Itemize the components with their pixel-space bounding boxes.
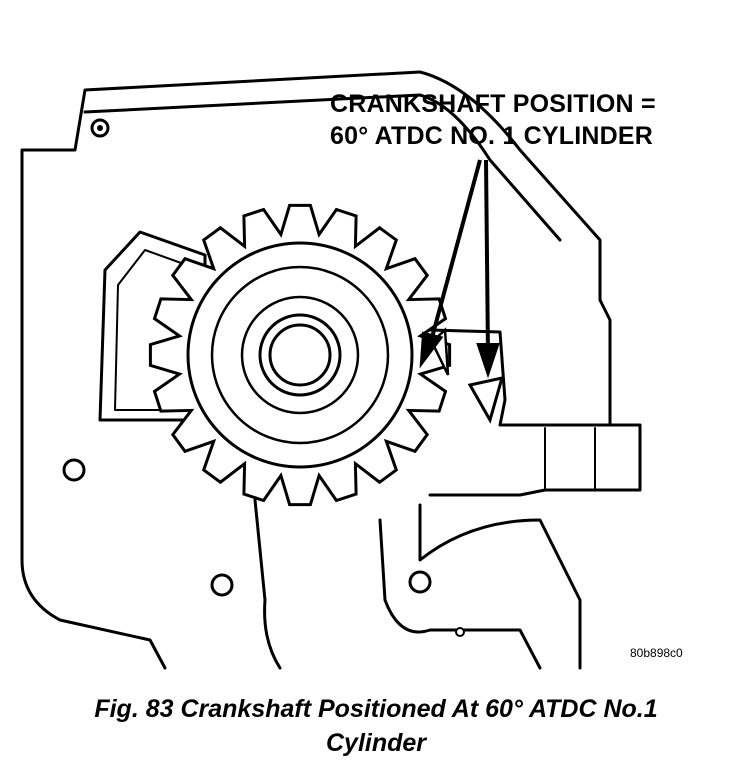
bolt-hole — [97, 125, 103, 131]
sprocket-hub-ring — [210, 265, 390, 445]
callout-arrows — [419, 159, 500, 379]
bolt-hole — [408, 570, 432, 594]
timing-cover-lip — [83, 93, 562, 242]
engine-block-outline — [20, 70, 612, 670]
caption-line-2: Cylinder — [325, 729, 427, 757]
crankshaft-bore-ring — [258, 313, 342, 397]
sprocket-hub-outer — [186, 241, 414, 469]
caption-line-1: Fig. 83 Crankshaft Positioned At 60° ATD… — [94, 695, 658, 723]
figure-caption: Fig. 83 Crankshaft Positioned At 60° ATD… — [0, 692, 752, 760]
bolt-hole — [62, 458, 86, 482]
callout-label: CRANKSHAFT POSITION = 60° ATDC NO. 1 CYL… — [330, 88, 656, 152]
pump-rib — [544, 427, 596, 489]
figure-reference-code: 80b898c0 — [630, 646, 683, 660]
lower-block — [253, 498, 582, 670]
pump-boss — [428, 298, 642, 497]
callout-line-1: CRANKSHAFT POSITION = — [330, 90, 656, 118]
sprocket-timing-mark — [467, 375, 505, 424]
crankshaft-bore — [268, 323, 332, 387]
bolt-hole — [210, 573, 234, 597]
callout-line-2: 60° ATDC NO. 1 CYLINDER — [330, 122, 653, 150]
bolt-hole — [455, 627, 465, 637]
crankshaft-snout-ring — [240, 295, 360, 415]
